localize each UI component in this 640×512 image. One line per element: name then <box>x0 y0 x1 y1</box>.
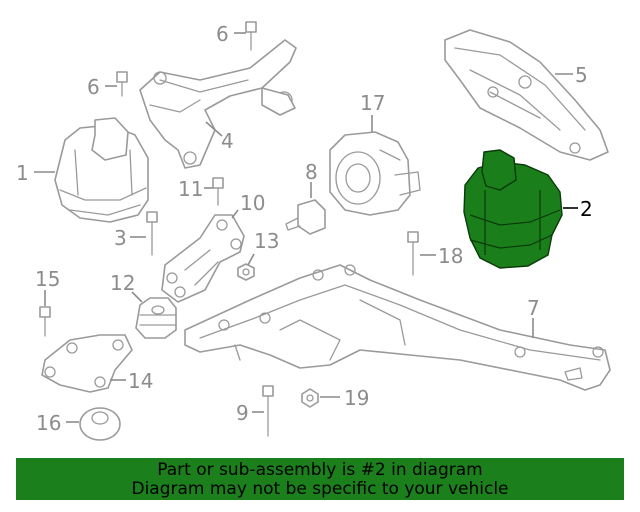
diagram-notice-banner: Part or sub-assembly is #2 in diagram Di… <box>16 458 624 500</box>
leader-4 <box>205 121 223 137</box>
callout-15[interactable]: 15 <box>35 267 60 291</box>
bolt-6-top[interactable] <box>245 21 257 51</box>
callout-14[interactable]: 14 <box>128 369 153 393</box>
leader-10 <box>231 209 239 219</box>
callout-18[interactable]: 18 <box>438 244 463 268</box>
callout-6-left[interactable]: 6 <box>87 75 100 99</box>
part-12-bushing[interactable] <box>135 297 177 339</box>
part-8-mount[interactable] <box>285 199 326 235</box>
part-2-engine-mount-highlighted[interactable] <box>463 149 563 269</box>
banner-line-1: Part or sub-assembly is #2 in diagram <box>157 460 483 480</box>
bolt-15[interactable] <box>39 306 51 337</box>
callout-4[interactable]: 4 <box>221 129 234 153</box>
nut-19[interactable] <box>301 388 319 408</box>
callout-8[interactable]: 8 <box>305 160 318 184</box>
leader-12 <box>131 291 143 303</box>
callout-17[interactable]: 17 <box>360 91 385 115</box>
part-1-engine-mount[interactable] <box>54 117 149 223</box>
part-5-shield[interactable] <box>444 29 609 161</box>
callout-1[interactable]: 1 <box>16 161 29 185</box>
bolt-11[interactable] <box>212 177 224 206</box>
part-7-crossmember[interactable] <box>184 264 611 391</box>
callout-12[interactable]: 12 <box>110 271 135 295</box>
part-4-bracket[interactable] <box>139 39 297 169</box>
part-10-bracket[interactable] <box>161 214 245 303</box>
bolt-6-left[interactable] <box>116 71 128 97</box>
callout-6-top[interactable]: 6 <box>216 22 229 46</box>
callout-9[interactable]: 9 <box>236 401 249 425</box>
nut-13[interactable] <box>237 263 255 281</box>
callout-10[interactable]: 10 <box>240 191 265 215</box>
callout-19[interactable]: 19 <box>344 386 369 410</box>
callout-5[interactable]: 5 <box>575 63 588 87</box>
part-14-bracket[interactable] <box>41 334 133 393</box>
callout-2[interactable]: 2 <box>580 197 593 221</box>
bolt-18[interactable] <box>407 231 419 276</box>
bolt-9[interactable] <box>262 385 274 437</box>
exploded-parts-diagram: 1 2 3 4 5 6 6 7 8 9 10 11 12 13 14 15 16… <box>16 21 611 441</box>
callout-7[interactable]: 7 <box>527 296 540 320</box>
callout-16[interactable]: 16 <box>36 411 61 435</box>
leader-13 <box>247 253 255 266</box>
bolt-3[interactable] <box>146 211 158 256</box>
banner-line-2: Diagram may not be specific to your vehi… <box>131 479 509 499</box>
part-17-hydraulic-mount[interactable] <box>329 131 421 216</box>
callout-13[interactable]: 13 <box>254 229 279 253</box>
callout-11[interactable]: 11 <box>178 177 203 201</box>
callout-3[interactable]: 3 <box>114 226 127 250</box>
part-16-bushing[interactable] <box>79 407 121 441</box>
